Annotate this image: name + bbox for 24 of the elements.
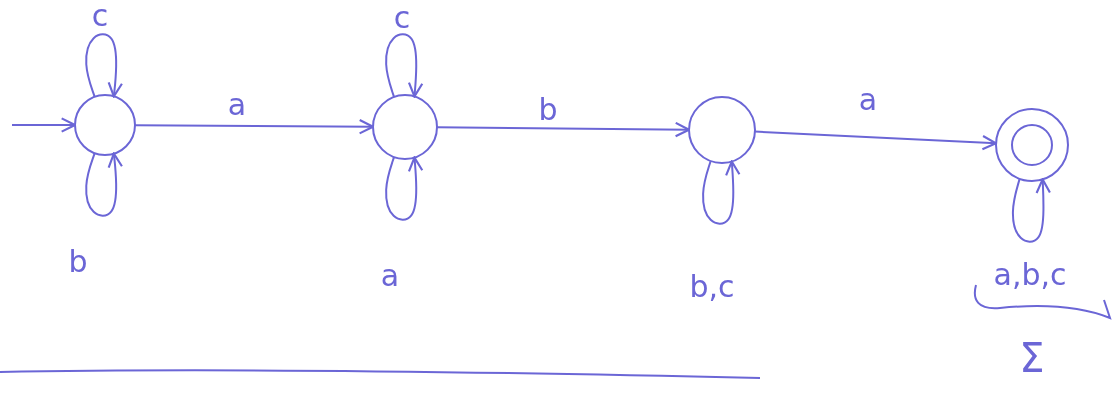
self-loop-arrow <box>385 156 424 221</box>
transition-label: a <box>858 85 878 115</box>
self-loop-arrow <box>1011 177 1051 243</box>
transition-label: a <box>227 90 247 120</box>
transition-label: b <box>68 247 88 277</box>
transition-arrow <box>11 117 77 133</box>
state-circle <box>74 94 136 156</box>
self-loop-arrow <box>385 33 424 98</box>
state-circle <box>372 94 438 160</box>
self-loop-arrow <box>702 160 741 225</box>
transition-label: a <box>380 261 400 291</box>
state-circle <box>688 96 756 164</box>
accept-state-circle <box>995 108 1069 182</box>
self-loop-arrow <box>85 152 123 217</box>
transition-arrow <box>753 130 998 151</box>
self-loop-arrow <box>85 33 123 98</box>
transition-label: c <box>91 1 109 31</box>
transition-arrow <box>134 118 375 135</box>
alphabet-symbol: Σ <box>1019 338 1045 378</box>
transition-arrow <box>436 121 691 138</box>
transition-label: a,b,c <box>993 260 1067 290</box>
transition-label: c <box>393 3 411 33</box>
transition-label: b <box>538 95 558 125</box>
transition-label: b,c <box>689 272 735 302</box>
